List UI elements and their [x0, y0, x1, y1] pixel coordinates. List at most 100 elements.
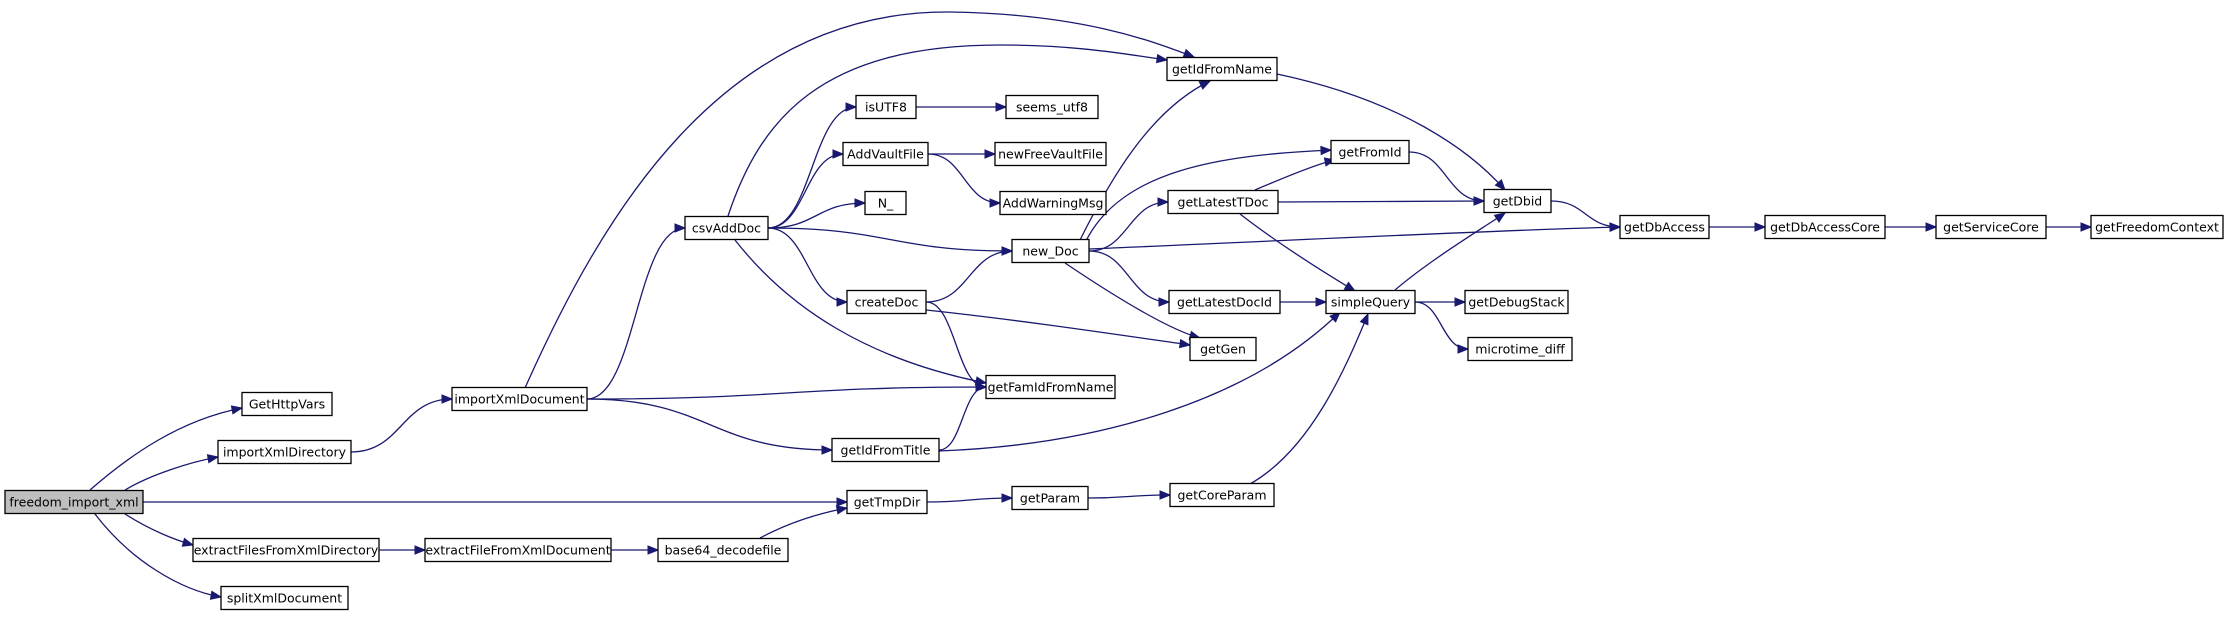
edge-new_Doc-to-getIdFromName	[1079, 80, 1212, 241]
arrowhead	[1159, 490, 1172, 500]
arrowhead	[1609, 222, 1622, 232]
node-getLatestDocId[interactable]: getLatestDocId	[1168, 289, 1281, 315]
node-box[interactable]	[217, 439, 352, 465]
edge-simpleQuery-to-getDbid	[1394, 212, 1507, 291]
node-getCoreParam[interactable]: getCoreParam	[1169, 482, 1275, 508]
node-box[interactable]	[994, 141, 1107, 167]
node-box[interactable]	[657, 537, 789, 563]
node-getFromId[interactable]: getFromId	[1330, 139, 1410, 165]
edge-importXmlDirectory-to-importXmlDocument	[350, 394, 454, 453]
node-box[interactable]	[855, 94, 917, 120]
node-box[interactable]	[684, 215, 769, 241]
arrowhead	[414, 545, 427, 555]
node-box[interactable]	[846, 289, 927, 315]
node-box[interactable]	[1005, 94, 1099, 120]
edge-getServiceCore-to-getFreedomContext	[2045, 222, 2093, 232]
node-box[interactable]	[1464, 289, 1569, 315]
node-box[interactable]	[1619, 214, 1710, 240]
arrowhead	[975, 382, 988, 392]
node-getLatestTDoc[interactable]: getLatestTDoc	[1167, 189, 1279, 215]
edge-simpleQuery-to-microtime_diff	[1414, 301, 1470, 354]
node-GetHttpVars[interactable]: GetHttpVars	[241, 391, 333, 417]
node-box[interactable]	[1330, 139, 1410, 165]
node-csvAddDoc[interactable]: csvAddDoc	[684, 215, 769, 241]
node-box[interactable]	[1166, 56, 1278, 82]
arrowhead	[989, 198, 1002, 208]
node-importXmlDocument[interactable]: importXmlDocument	[451, 386, 588, 412]
node-label: createDoc	[855, 295, 919, 310]
node-box[interactable]	[4, 489, 144, 515]
arrowhead	[1493, 212, 1507, 223]
node-AddVaultFile[interactable]: AddVaultFile	[842, 141, 929, 167]
node-box[interactable]	[1011, 485, 1089, 511]
arrowhead	[1157, 197, 1170, 207]
node-getDbid[interactable]: getDbid	[1483, 188, 1552, 214]
node-getServiceCore[interactable]: getServiceCore	[1935, 214, 2047, 240]
node-getFreedomContext[interactable]: getFreedomContext	[2090, 214, 2224, 240]
arrowhead	[854, 198, 867, 208]
node-AddWarningMsg[interactable]: AddWarningMsg	[999, 190, 1107, 216]
node-box[interactable]	[985, 374, 1116, 400]
arrowhead	[1454, 297, 1467, 307]
node-getDbAccessCore[interactable]: getDbAccessCore	[1764, 214, 1886, 240]
node-N_[interactable]: N_	[864, 190, 907, 216]
edge-getLatestDocId-to-simpleQuery	[1280, 297, 1328, 307]
edge-getLatestTDoc-to-getDbid	[1277, 196, 1486, 206]
node-box[interactable]	[1168, 289, 1281, 315]
node-box[interactable]	[864, 190, 907, 216]
node-getGen[interactable]: getGen	[1189, 336, 1257, 362]
node-box[interactable]	[999, 190, 1107, 216]
node-box[interactable]	[451, 386, 588, 412]
node-box[interactable]	[1169, 482, 1275, 508]
node-label: N_	[878, 196, 894, 211]
node-newFreeVaultFile[interactable]: newFreeVaultFile	[994, 141, 1107, 167]
edge-importXmlDocument-to-csvAddDoc	[586, 223, 687, 400]
node-microtime_diff[interactable]: microtime_diff	[1467, 336, 1573, 362]
node-box[interactable]	[842, 141, 929, 167]
node-box[interactable]	[1483, 188, 1552, 214]
node-getTmpDir[interactable]: getTmpDir	[846, 489, 928, 515]
node-label: getLatestTDoc	[1178, 195, 1269, 210]
node-getDebugStack[interactable]: getDebugStack	[1464, 289, 1569, 315]
node-box[interactable]	[2090, 214, 2224, 240]
edge-freedom_import_xml-to-GetHttpVars	[89, 405, 244, 491]
node-box[interactable]	[241, 391, 333, 417]
node-seems_utf8[interactable]: seems_utf8	[1005, 94, 1099, 120]
node-getIdFromName[interactable]: getIdFromName	[1166, 56, 1278, 82]
node-simpleQuery[interactable]: simpleQuery	[1325, 289, 1416, 315]
node-box[interactable]	[1189, 336, 1257, 362]
node-extractFileFromXmlDocument[interactable]: extractFileFromXmlDocument	[424, 537, 612, 563]
node-label: isUTF8	[865, 100, 907, 115]
node-createDoc[interactable]: createDoc	[846, 289, 927, 315]
node-box[interactable]	[1011, 238, 1090, 264]
node-base64_decodefile[interactable]: base64_decodefile	[657, 537, 789, 563]
node-box[interactable]	[846, 489, 928, 515]
node-extractFilesFromXmlDirectory[interactable]: extractFilesFromXmlDirectory	[192, 537, 380, 563]
node-importXmlDirectory[interactable]: importXmlDirectory	[217, 439, 352, 465]
arrowhead	[974, 376, 988, 386]
node-box[interactable]	[1467, 336, 1573, 362]
node-getIdFromTitle[interactable]: getIdFromTitle	[831, 437, 940, 463]
edge-simpleQuery-to-getDebugStack	[1415, 297, 1467, 307]
edge-getFromId-to-getDbid	[1408, 151, 1486, 206]
node-new_Doc[interactable]: new_Doc	[1011, 238, 1090, 264]
node-box[interactable]	[220, 585, 349, 611]
node-getFamIdFromName[interactable]: getFamIdFromName	[985, 374, 1116, 400]
edge-new_Doc-to-getFromId	[1084, 145, 1333, 244]
node-box[interactable]	[1325, 289, 1416, 315]
node-box[interactable]	[1764, 214, 1886, 240]
node-box[interactable]	[831, 437, 940, 463]
node-getDbAccess[interactable]: getDbAccess	[1619, 214, 1710, 240]
node-box[interactable]	[424, 537, 612, 563]
node-getParam[interactable]: getParam	[1011, 485, 1089, 511]
node-box[interactable]	[1935, 214, 2047, 240]
arrowhead	[1178, 338, 1192, 349]
node-box[interactable]	[192, 537, 380, 563]
node-freedom_import_xml[interactable]: freedom_import_xml	[4, 489, 144, 515]
node-label: newFreeVaultFile	[998, 147, 1103, 162]
node-splitXmlDocument[interactable]: splitXmlDocument	[220, 585, 349, 611]
arrowhead	[1343, 281, 1357, 292]
node-box[interactable]	[1167, 189, 1279, 215]
node-label: importXmlDirectory	[223, 445, 347, 460]
node-isUTF8[interactable]: isUTF8	[855, 94, 917, 120]
